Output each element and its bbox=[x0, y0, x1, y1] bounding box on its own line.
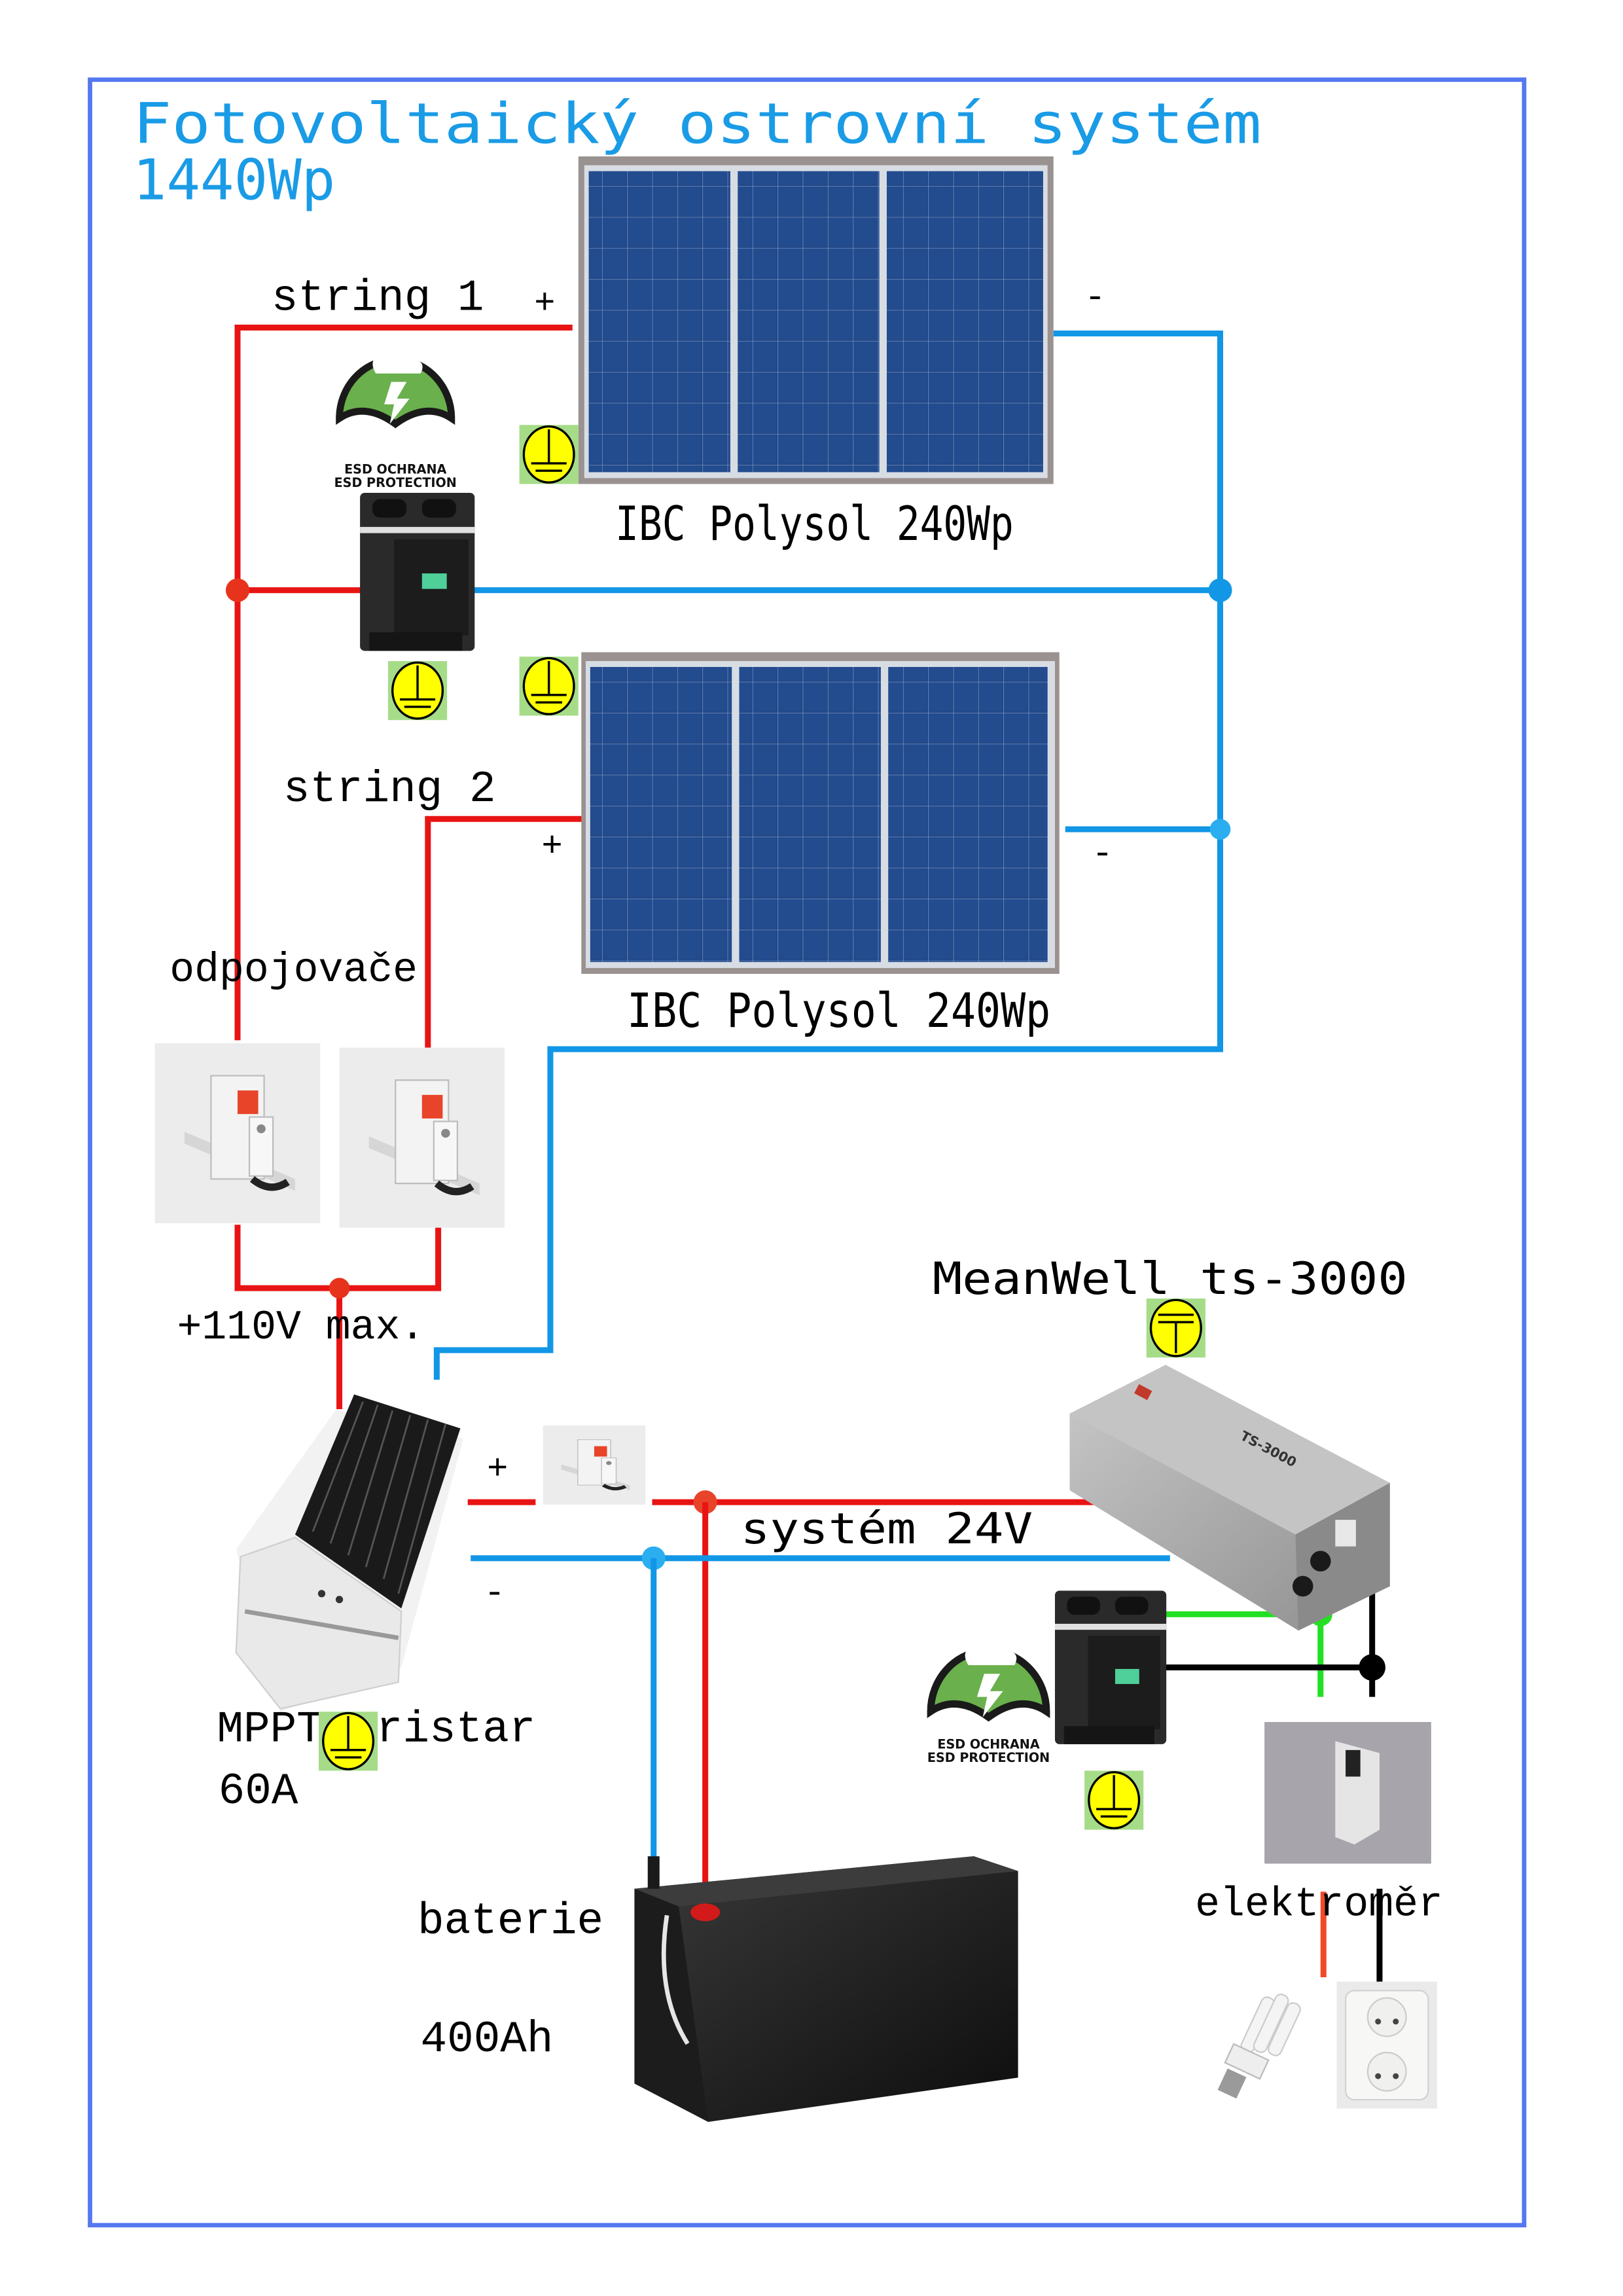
junction-node bbox=[225, 578, 250, 602]
junction-node bbox=[641, 1546, 666, 1570]
energy-saving-lamp-icon bbox=[1217, 1994, 1301, 2099]
string-2-minus-label: - bbox=[1092, 834, 1113, 874]
ground-icon bbox=[317, 1710, 379, 1772]
string-1-panel-label: IBC Polysol 240Wp bbox=[615, 497, 1014, 552]
controller-plus-label: + bbox=[487, 1450, 508, 1490]
surge-protector-device-1 bbox=[360, 493, 475, 651]
inverter-label: MeanWell ts-3000 bbox=[933, 1253, 1408, 1304]
junction-node bbox=[1208, 578, 1232, 602]
string-2-label: string 2 bbox=[283, 765, 496, 815]
page-border bbox=[88, 77, 1527, 2228]
solar-panel-string-2 bbox=[581, 652, 1060, 974]
system-voltage-label: systém 24V bbox=[741, 1504, 1033, 1554]
junction-node bbox=[329, 1278, 350, 1299]
controller-rating: 60A bbox=[219, 1767, 298, 1817]
string-2-positive-wire bbox=[425, 816, 583, 1048]
ground-icon bbox=[518, 423, 580, 486]
mppt-charge-controller bbox=[235, 1394, 463, 1712]
esd-1-label-cz: ESD OCHRANA bbox=[344, 462, 446, 477]
disconnectors-label: odpojovače bbox=[169, 946, 418, 994]
controller-minus-label: - bbox=[484, 1573, 505, 1613]
solar-panel-string-1 bbox=[578, 156, 1054, 484]
junction-node bbox=[1359, 1654, 1385, 1681]
inverter-meanwell-ts3000: TS-3000 bbox=[1069, 1365, 1390, 1631]
ground-icon bbox=[1145, 1297, 1207, 1359]
string-1-negative-wire bbox=[433, 331, 1224, 1380]
string-1-minus-label: - bbox=[1084, 278, 1105, 318]
ground-icon bbox=[518, 655, 580, 717]
esd-2-label-en: ESD PROTECTION bbox=[927, 1750, 1050, 1765]
esd-protection-badge-icon bbox=[340, 345, 452, 423]
disconnector-breaker-2 bbox=[340, 1048, 505, 1228]
disconnector-breaker-1 bbox=[155, 1043, 321, 1223]
electricity-meter bbox=[1264, 1722, 1431, 1864]
esd-protection-badge-icon bbox=[931, 1636, 1046, 1717]
string-1-label: string 1 bbox=[272, 274, 484, 323]
title-line-2: 1440Wp bbox=[133, 147, 335, 213]
meter-label: elektroměr bbox=[1195, 1880, 1443, 1928]
surge-protector-device-2 bbox=[1054, 1590, 1167, 1744]
title-line-1: Fotovoltaický ostrovní systém bbox=[133, 92, 1262, 157]
junction-node bbox=[693, 1490, 717, 1515]
ground-icon bbox=[387, 660, 448, 721]
string-2-plus-label: + bbox=[541, 827, 562, 867]
esd-2-label-cz: ESD OCHRANA bbox=[937, 1737, 1039, 1752]
esd-1-label-en: ESD PROTECTION bbox=[334, 475, 457, 490]
string-2-panel-label: IBC Polysol 240Wp bbox=[627, 984, 1050, 1039]
junction-node bbox=[1209, 819, 1231, 840]
pv-voltage-label: +110V max. bbox=[177, 1304, 425, 1351]
battery-capacity: 400Ah bbox=[421, 2015, 554, 2065]
battery-breaker bbox=[543, 1426, 646, 1505]
string-1-positive-wire bbox=[234, 324, 573, 1041]
battery-label: baterie bbox=[418, 1897, 603, 1946]
power-socket-icon bbox=[1336, 1981, 1437, 2109]
string-1-plus-label: + bbox=[534, 284, 555, 324]
ground-icon bbox=[1083, 1769, 1145, 1831]
battery bbox=[634, 1856, 1018, 2122]
